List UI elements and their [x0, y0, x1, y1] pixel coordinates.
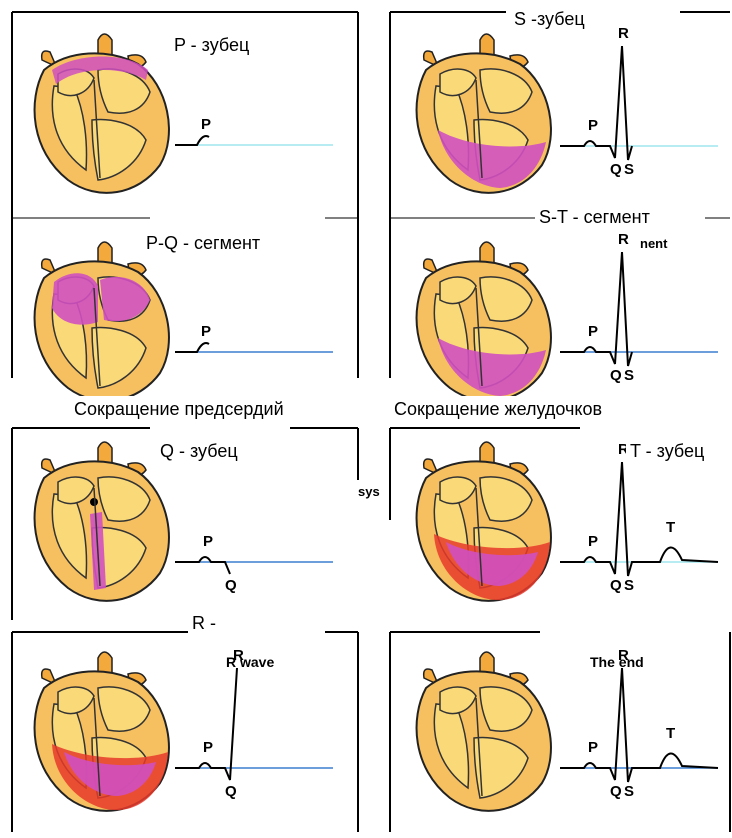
ecg-complex [560, 252, 632, 366]
ecg-complex [560, 462, 718, 576]
wave-label-t: T [666, 725, 675, 742]
panel-title-pq-segment: P-Q - сегмент [142, 232, 264, 254]
ecg-complex [175, 668, 237, 780]
wave-label-p: P [588, 323, 598, 340]
wave-label-q: Q [610, 161, 622, 178]
label-sys-fragment: sys [358, 484, 380, 499]
ecg-complex [175, 557, 230, 574]
heart-illustration [35, 34, 169, 193]
wave-label-q: Q [610, 577, 622, 594]
panel-title-t-wave: T - зубец [626, 440, 708, 462]
label-the-end: The end [590, 654, 644, 670]
wave-label-p: P [203, 533, 213, 550]
ecg-p-wave [175, 343, 209, 352]
caption-atrial-contraction: Сокращение предсердий [60, 396, 298, 422]
heart-illustration [35, 652, 169, 811]
heart-illustration [35, 242, 169, 401]
wave-label-s: S [624, 577, 634, 594]
wave-label-s: S [624, 161, 634, 178]
ecg-p-wave [175, 136, 209, 145]
wave-label-r: R [618, 231, 629, 248]
ecg-complex [560, 46, 632, 160]
panel-title-r-wave: R - [188, 612, 230, 640]
panel-title-s-wave: S -зубец [506, 8, 593, 30]
wave-label-q: Q [225, 577, 237, 594]
wave-label-s: S [624, 783, 634, 800]
label-segment-fragment: nent [640, 236, 667, 251]
heart-illustration [417, 34, 551, 193]
panel-title-q-wave: Q - зубец [156, 440, 242, 462]
label-r-wave: R wave [226, 654, 274, 670]
ecg-trace: P [175, 323, 333, 352]
wave-label-p: P [201, 116, 211, 133]
wave-label-p: P [201, 323, 211, 340]
ecg-trace: P Q R S [560, 231, 718, 384]
wave-label-q: Q [225, 783, 237, 800]
panel-title-st-segment: S-T - сегмент [535, 206, 654, 228]
heart-illustration [417, 652, 551, 811]
wave-label-p: P [588, 533, 598, 550]
ecg-trace: PQ [175, 533, 333, 594]
wave-label-r: R [618, 25, 629, 42]
wave-label-p: P [203, 739, 213, 756]
ecg-complex [560, 668, 718, 782]
panel-title-p-wave: P - зубец [170, 34, 253, 56]
heart-illustration [35, 442, 169, 601]
wave-label-t: T [666, 519, 675, 536]
ecg-trace: P [175, 116, 333, 145]
wave-label-s: S [624, 367, 634, 384]
wave-label-q: Q [610, 367, 622, 384]
wave-label-q: Q [610, 783, 622, 800]
wave-label-p: P [588, 739, 598, 756]
wave-label-p: P [588, 117, 598, 134]
ecg-trace: P Q R S [560, 25, 718, 178]
heart-illustration [417, 242, 551, 401]
